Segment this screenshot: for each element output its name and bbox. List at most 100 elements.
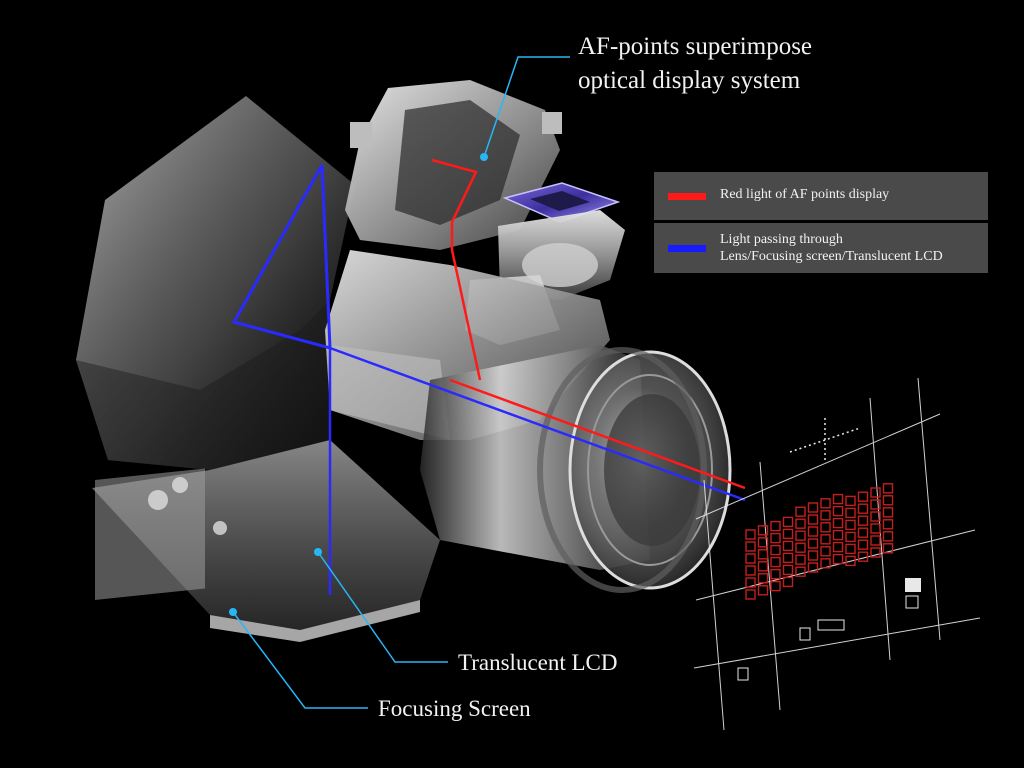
prism-face <box>330 345 450 440</box>
af-point <box>757 573 769 584</box>
af-point <box>795 506 806 517</box>
af-point <box>770 568 781 580</box>
legend-red-label: Red light of AF points display <box>720 187 890 202</box>
screw-detail <box>172 477 188 493</box>
af-point <box>782 552 794 564</box>
af-point <box>857 527 869 538</box>
af-point <box>745 553 756 564</box>
af-point <box>782 540 794 552</box>
af-point <box>807 550 819 561</box>
mode-indicator-icon <box>817 619 845 631</box>
af-point <box>757 561 769 572</box>
af-point <box>770 520 781 532</box>
af-point <box>745 541 756 552</box>
af-point <box>770 544 781 556</box>
lens-front-ring <box>537 347 707 593</box>
af-point <box>832 553 844 565</box>
af-point <box>845 519 856 531</box>
screw-detail <box>148 490 168 510</box>
battery-indicator-icon <box>737 667 749 681</box>
af-point <box>820 558 831 569</box>
mirror-hood-shadow <box>76 300 330 470</box>
af-point <box>870 499 881 510</box>
viewfinder-display-grid <box>693 377 981 731</box>
af-point <box>770 580 781 592</box>
af-point <box>770 532 781 544</box>
af-point <box>845 531 856 543</box>
af-point <box>745 577 756 588</box>
af-callout-line <box>483 56 570 158</box>
af-points-callout-line2: optical display system <box>578 67 801 94</box>
af-callout-dot <box>480 153 488 161</box>
af-point <box>770 556 781 568</box>
af-point <box>820 546 831 557</box>
display-status-icons <box>737 578 921 681</box>
af-point <box>757 525 769 536</box>
af-point <box>757 549 769 560</box>
af-point <box>845 543 856 555</box>
legend-blue-label: Light passing through Lens/Focusing scre… <box>720 231 943 265</box>
legend-blue-light: Light passing through Lens/Focusing scre… <box>654 223 988 273</box>
af-point <box>857 515 869 526</box>
legend-blue-label-line1: Light passing through <box>720 232 843 247</box>
af-indicator-icon <box>905 578 921 592</box>
af-housing-bracket <box>542 112 562 134</box>
af-point <box>882 507 894 518</box>
viewfinder-focus-cross <box>789 418 861 462</box>
af-point <box>820 498 831 509</box>
af-point <box>870 535 881 546</box>
af-point <box>857 503 869 514</box>
red-light-path <box>431 158 482 381</box>
lcd-callout-dot <box>314 548 322 556</box>
af-point <box>807 562 819 573</box>
af-point <box>820 534 831 545</box>
af-point <box>882 531 894 542</box>
legend-blue-label-line2: Lens/Focusing screen/Translucent LCD <box>720 249 943 264</box>
screen-callout-dot <box>229 608 237 616</box>
legend-blue-swatch <box>668 245 706 252</box>
af-point <box>882 543 894 554</box>
af-point <box>845 555 856 567</box>
af-point <box>807 502 819 513</box>
af-point <box>845 495 856 507</box>
af-point <box>845 507 856 519</box>
translucent-lcd-callout: Translucent LCD <box>458 650 618 675</box>
af-point <box>857 551 869 562</box>
base-plate-edge <box>210 600 420 642</box>
af-point <box>870 511 881 522</box>
af-point <box>882 495 894 506</box>
af-point <box>745 565 756 576</box>
af-point <box>782 576 794 588</box>
warning-indicator-icon <box>905 595 919 609</box>
screw-detail <box>213 521 227 535</box>
af-point <box>832 493 844 505</box>
af-point <box>782 564 794 576</box>
af-point <box>795 542 806 553</box>
af-display-housing-inner <box>395 100 520 225</box>
screen-callout-line <box>232 611 368 709</box>
af-point <box>832 505 844 517</box>
lens-ring-inner <box>587 374 713 566</box>
legend-red-swatch <box>668 193 706 200</box>
mirror-hood <box>76 96 355 470</box>
af-point <box>857 539 869 550</box>
blue-light-path-axis <box>329 346 746 502</box>
af-point <box>795 530 806 541</box>
lcd-callout-line <box>317 551 448 663</box>
focusing-screen-callout: Focusing Screen <box>378 696 531 721</box>
legend-red-light: Red light of AF points display <box>654 172 988 220</box>
af-point <box>882 519 894 530</box>
af-point <box>820 510 831 521</box>
af-point <box>795 518 806 529</box>
af-points-callout: AF-points superimpose optical display sy… <box>578 30 812 98</box>
af-point <box>745 529 756 540</box>
af-point <box>795 566 806 577</box>
af-housing-bracket <box>350 122 372 148</box>
af-point-array <box>745 483 894 600</box>
af-point <box>857 491 869 502</box>
af-points-callout-line1: AF-points superimpose <box>578 33 813 60</box>
af-point <box>870 523 881 534</box>
af-point <box>807 526 819 537</box>
